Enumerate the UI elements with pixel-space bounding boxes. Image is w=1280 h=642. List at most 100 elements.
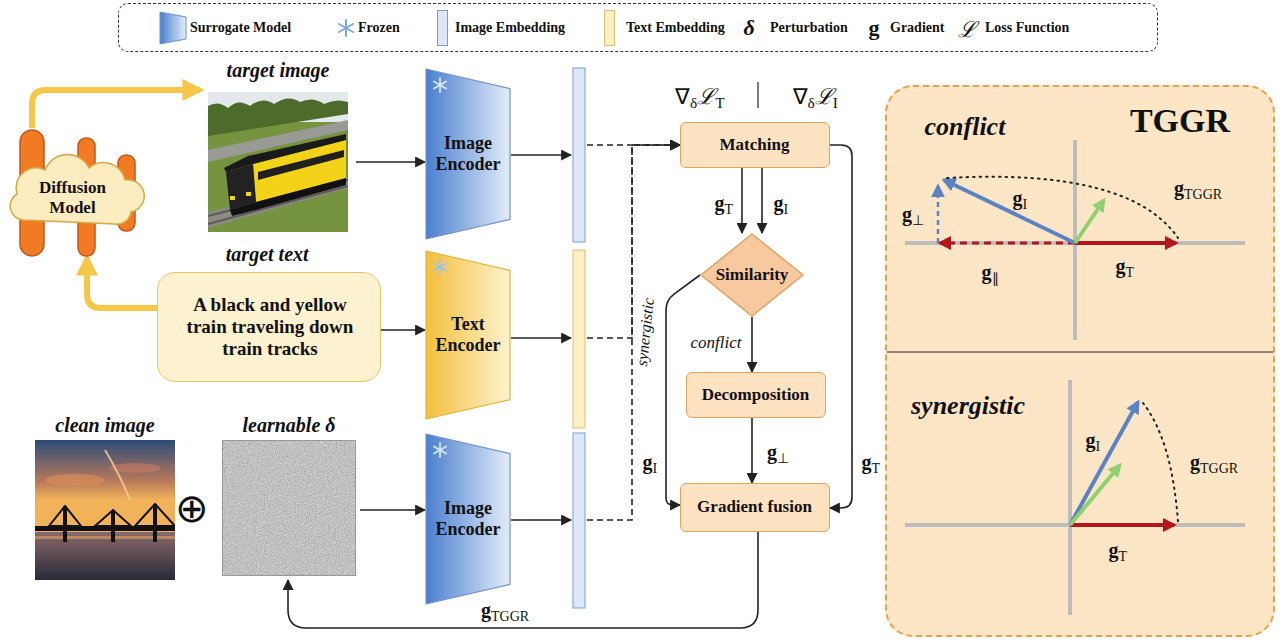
edge-label: gT — [715, 192, 734, 215]
noise-image — [222, 440, 356, 576]
process-box: Matching — [680, 122, 830, 168]
glyph: g — [862, 451, 872, 473]
glyph: R — [1213, 186, 1222, 201]
glyph: g — [767, 441, 777, 463]
node-label: A black and yellow train traveling down … — [185, 277, 355, 377]
glyph: g — [1190, 451, 1200, 473]
connector-line — [360, 509, 425, 511]
node-label: Decomposition — [687, 373, 824, 416]
glyph: T — [725, 201, 734, 216]
legend-text: Perturbation — [770, 21, 848, 35]
connector — [381, 330, 425, 331]
gradient-symbol: gTGGR — [1190, 451, 1238, 474]
loss-gradient: ∇δℒT — [675, 80, 725, 110]
connector-line — [511, 154, 571, 156]
legend-text: Gradient — [890, 21, 944, 35]
connector — [752, 317, 753, 372]
connector — [742, 168, 743, 233]
connector — [511, 145, 680, 155]
glyph: g — [1013, 187, 1023, 209]
glyph: ∇ — [793, 84, 808, 109]
node-label: Similarity — [700, 233, 804, 317]
glyph: g — [1116, 255, 1126, 277]
legend-symbol: ℒ — [958, 13, 976, 43]
node-label: Image Encoder — [425, 433, 511, 605]
glyph: T — [872, 460, 881, 475]
glyph: T — [1126, 264, 1135, 279]
edge-label: gT — [862, 451, 881, 474]
glyph: ℒ — [815, 84, 833, 109]
legend-text: Surrogate Model — [190, 21, 291, 35]
glyph: g — [869, 15, 880, 40]
process-box: Decomposition — [686, 372, 826, 418]
connector — [762, 168, 763, 233]
legend-text: Image Embedding — [455, 21, 565, 35]
connector — [511, 145, 680, 520]
glyph: g — [982, 261, 992, 283]
diffusion-model: Diffusion Model — [5, 128, 140, 258]
connector — [288, 532, 758, 628]
connector-line — [32, 90, 200, 128]
glyph: T — [1200, 460, 1209, 475]
image-embedding-bar — [573, 433, 585, 608]
glyph: ∇ — [675, 84, 690, 109]
legend-symbol: δ — [744, 15, 755, 41]
connector — [356, 162, 425, 163]
glyph: g — [1086, 429, 1096, 451]
node-label: Gradient fusion — [681, 484, 828, 530]
legend-swatch — [437, 10, 448, 46]
connector-line — [87, 258, 157, 308]
legend-samples — [160, 12, 353, 44]
glyph: ∥ — [992, 270, 999, 285]
gradient-symbol: gT — [1116, 255, 1135, 278]
glyph: g — [481, 599, 491, 621]
gradient-symbol: gI — [1086, 429, 1101, 452]
node-label: TGGR — [1105, 99, 1255, 143]
glyph: I — [833, 94, 838, 111]
legend-text: Frozen — [358, 21, 400, 35]
glyph: I — [1023, 196, 1028, 211]
glyph: G — [500, 608, 510, 623]
glyph: g — [774, 192, 784, 214]
node-label: clean image — [30, 410, 180, 440]
edge-label: g⊥ — [767, 441, 789, 464]
train-image — [208, 92, 348, 232]
conflict-vectors — [905, 140, 1245, 340]
connector-line — [761, 168, 763, 233]
panel-ground — [885, 85, 1275, 637]
process-box: Gradient fusion — [680, 483, 830, 532]
text-box: target textA black and yellow train trav… — [157, 272, 381, 382]
decision-diamond: Similarity — [700, 233, 804, 317]
surrogate-icon — [160, 12, 186, 44]
gradient-symbol: g⊥ — [902, 203, 924, 226]
connector-line — [751, 317, 753, 372]
connector — [752, 418, 753, 483]
embedding-bars — [573, 68, 585, 608]
connector — [32, 90, 200, 128]
connector-line — [511, 337, 571, 339]
connector-line — [751, 418, 753, 483]
gradient-symbol: gTGGR — [1174, 177, 1222, 200]
glyph: I — [1096, 438, 1101, 453]
glyph: R — [1229, 460, 1238, 475]
glyph: ⊥ — [912, 212, 924, 227]
combine-symbol: ⊕ — [175, 485, 209, 532]
sunset-image — [35, 440, 175, 580]
separator — [757, 82, 758, 108]
glyph: T — [715, 94, 724, 111]
connector-line — [830, 145, 852, 508]
node-label: learnable δ — [218, 410, 360, 440]
glyph: δ — [744, 15, 755, 40]
glyph: G — [1193, 186, 1203, 201]
glyph: T — [491, 608, 500, 623]
node-label: target image — [200, 55, 356, 85]
connector-line — [741, 168, 743, 233]
connector-line — [288, 532, 758, 628]
node-label: Text Encoder — [425, 250, 511, 420]
legend-swatch — [604, 10, 615, 46]
edge-label: conflict — [691, 333, 742, 353]
encoder: Image Encoder — [425, 433, 511, 605]
glyph: ℒ — [697, 84, 715, 109]
connector-line — [356, 161, 425, 163]
glyph: R — [520, 608, 529, 623]
